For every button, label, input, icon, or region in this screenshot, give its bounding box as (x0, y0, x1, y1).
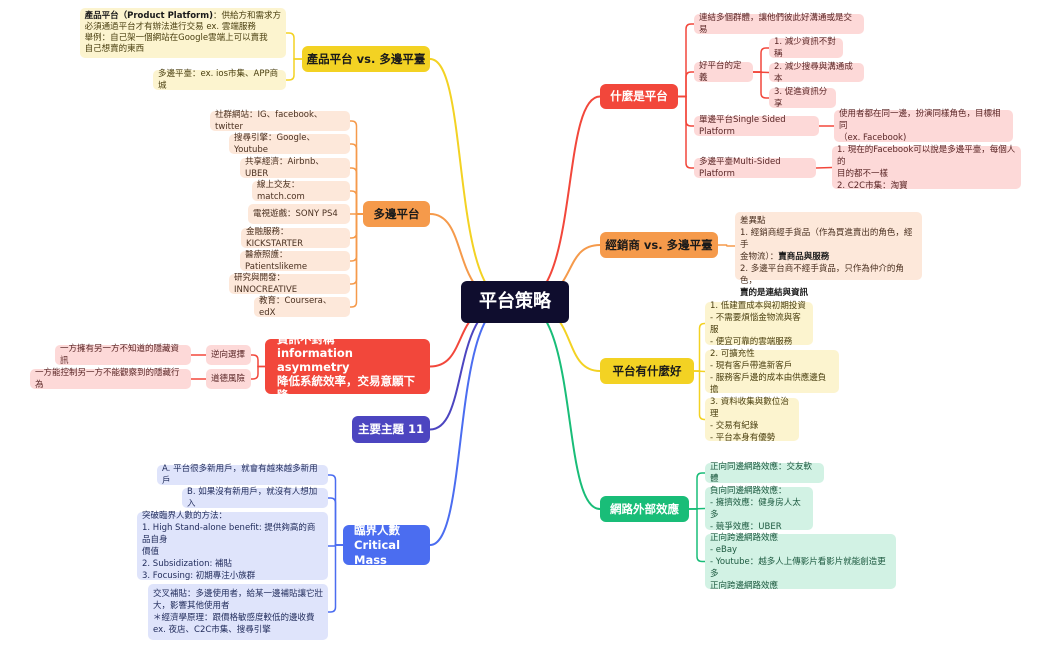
node-network-effect[interactable]: 負向同邊網路效應： - 擁擠效應：健身房人太多 - 競爭效應：UBER (705, 486, 813, 532)
node-multi-platform-example[interactable]: 多邊平臺：ex. ios市集、APP商城 (153, 69, 286, 91)
connector-line (753, 47, 769, 73)
node-adverse-selection-detail[interactable]: 一方擁有另一方不知道的隱藏資訊 (55, 344, 191, 366)
node-multi-sided[interactable]: 多邊平臺Multi-Sided Platform (694, 157, 816, 179)
node-critical-mass-item[interactable]: 突破臨界人數的方法： 1. High Stand-alone benefit: … (137, 511, 328, 581)
connector-line (251, 354, 265, 368)
branch-product-platform[interactable]: 產品平台 vs. 多邊平臺 (302, 46, 430, 72)
node-critical-mass-item[interactable]: A. 平台很多新用戶，就會有越來越多新用戶 (157, 464, 328, 486)
connector-line (678, 95, 694, 169)
node-network-effect[interactable]: 正向同邊網路效應：交友軟體 (705, 462, 824, 484)
branch-label: 什麼是平台 (610, 89, 668, 103)
node-multi-platform-example[interactable]: 研究與開發：INNOCREATIVE (229, 273, 350, 295)
branch-critical-mass[interactable]: 臨界人數 Critical Mass (343, 522, 430, 567)
connector-line (689, 508, 705, 563)
definition-bold: 產品平台（Product Platform) (84, 11, 213, 21)
node-good-platform-item[interactable]: 2. 減少搜尋與溝通成本 (769, 62, 864, 84)
node-good-platform-item[interactable]: 3. 促進資訊分享 (769, 87, 836, 109)
node-good-platform[interactable]: 好平台的定義 (694, 61, 753, 83)
node-multi-platform-example[interactable]: 線上交友：match.com (252, 180, 350, 202)
difference-text: 差異點 1. 經銷商經手貨品（作為買進賣出的角色，經手 金物流）： (740, 216, 913, 262)
connector-line (718, 244, 735, 247)
node-multi-platform-example[interactable]: 社群網站：IG、facebook、twitter (210, 110, 350, 132)
branch-label: 資訊不對稱 information asymmetry 降低系統效率，交易意願下… (277, 331, 415, 402)
connector-line (286, 58, 302, 81)
connector-line (251, 365, 265, 380)
node-connect-groups[interactable]: 連結多個群體，讓他們彼此好溝通或是交易 (694, 13, 864, 35)
connector-line (328, 544, 343, 613)
branch-distributor-vs-multi[interactable]: 經銷商 vs. 多邊平臺 (600, 232, 718, 258)
node-critical-mass-item[interactable]: B. 如果沒有新用戶，就沒有人想加入 (182, 487, 328, 509)
branch-label: 網路外部效應 (610, 501, 679, 516)
connector-line (694, 370, 705, 421)
branch-information-asymmetry[interactable]: 資訊不對稱 information asymmetry 降低系統效率，交易意願下… (265, 332, 430, 402)
connector-line (753, 71, 769, 99)
node-multi-platform-example[interactable]: 電視遊戲：SONY PS4 (248, 204, 350, 225)
node-critical-mass-item[interactable]: 交叉補貼：多邊使用者，給某一邊補貼讓它壯 大，影響其他使用者 ＊經濟學原理：跟價… (148, 584, 328, 640)
node-benefit[interactable]: 1. 低建置成本與初期投資 - 不需要煩惱金物流與客服 - 便宜可靠的雲端服務 (705, 301, 813, 347)
node-good-platform-item[interactable]: 1. 減少資訊不對稱 (769, 37, 843, 59)
connector-line (815, 166, 833, 169)
difference-bold: 賣的是連結與資訊 (740, 288, 809, 298)
node-multi-platform-example[interactable]: 醫療照護：Patientslikeme (240, 250, 350, 272)
connector-line (328, 474, 343, 546)
connector-line (350, 167, 363, 215)
branch-label: 臨界人數 Critical Mass (354, 522, 401, 567)
node-multi-platform-example[interactable]: 金融服務：KICKSTARTER (241, 227, 350, 249)
node-multi-sided-detail[interactable]: 1. 現在的Facebook可以說是多邊平臺，每個人的 目的都不一樣 2. C2… (832, 145, 1021, 191)
branch-label: 經銷商 vs. 多邊平臺 (605, 237, 713, 252)
node-multi-platform-example[interactable]: 搜尋引擎：Google、Youtube (229, 133, 350, 155)
node-difference[interactable]: 差異點 1. 經銷商經手貨品（作為買進賣出的角色，經手 金物流）：賣商品與服務 2… (735, 212, 922, 298)
connector-line (689, 472, 705, 510)
node-moral-hazard-detail[interactable]: 一方能控制另一方不能觀察到的隱藏行為 (30, 368, 191, 390)
branch-main-topic-11[interactable]: 主要主題 11 (352, 416, 430, 443)
connector-line (678, 71, 694, 98)
node-multi-platform-example[interactable]: 教育：Coursera、edX (254, 296, 350, 318)
branch-benefits[interactable]: 平台有什麼好 (600, 358, 694, 384)
branch-label: 產品平台 vs. 多邊平臺 (306, 51, 426, 66)
branch-label: 多邊平台 (373, 206, 420, 221)
connector-line (694, 322, 705, 372)
node-moral-hazard[interactable]: 道德風險 (206, 369, 251, 389)
node-adverse-selection[interactable]: 逆向選擇 (206, 345, 251, 365)
connector-line (350, 120, 363, 215)
node-product-platform-definition[interactable]: 產品平台（Product Platform)：供給方和需求方 必須通過平台才有辦… (79, 8, 286, 58)
connector-line (429, 58, 511, 303)
branch-what-is-platform[interactable]: 什麼是平台 (600, 84, 678, 109)
branch-label: 主要主題 11 (358, 422, 425, 436)
branch-label: 平台有什麼好 (612, 363, 682, 378)
central-topic[interactable]: 平台策略 (461, 281, 569, 323)
branch-multi-platform[interactable]: 多邊平台 (363, 201, 430, 227)
definition-text: ：供給方和需求方 必須通過平台才有辦法進行交易 ex. 雲端服務 舉例：自己架一… (84, 11, 281, 54)
node-single-sided[interactable]: 單邊平台Single Sided Platform (694, 115, 819, 137)
node-benefit[interactable]: 3. 資料收集與數位治理 - 交易有紀錄 - 平台本身有優勢 (705, 397, 799, 443)
connector-line (328, 497, 343, 546)
central-topic-label: 平台策略 (479, 291, 551, 312)
connector-line (350, 190, 363, 215)
difference-bold: 賣商品與服務 (778, 252, 830, 262)
node-network-effect[interactable]: 正向跨邊網路效應 - eBay - Youtube：越多人上傳影片看影片就能創造… (705, 533, 896, 591)
node-multi-platform-example[interactable]: 共享經濟：Airbnb、UBER (240, 157, 350, 179)
connector-line (519, 301, 601, 510)
node-single-sided-detail[interactable]: 使用者都在同一邊，扮演同樣角色，目標相同 （ex. Facebook) (834, 109, 1013, 143)
connector-line (350, 143, 363, 215)
difference-text: 2. 多邊平台商不經手貨品，只作為仲介的角色， (740, 264, 904, 286)
connector-line (678, 23, 694, 98)
node-benefit[interactable]: 2. 可擴充性 - 現有客戶帶進新客戶 - 服務客戶邊的成本由供應邊負擔 (705, 349, 839, 395)
branch-network-effects[interactable]: 網路外部效應 (600, 496, 689, 522)
connector-line (350, 213, 363, 308)
connector-line (519, 95, 601, 303)
connector-line (286, 32, 302, 60)
